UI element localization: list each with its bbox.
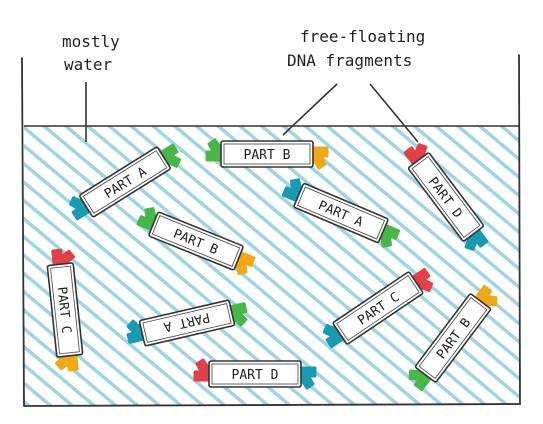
dna-fragment: PART A (126, 299, 248, 347)
fragment-inner-strand (151, 215, 241, 267)
water-label-line1: mostly (62, 32, 120, 51)
fragments-label-line2: DNA fragments (287, 51, 412, 70)
fragment-inner-strand (418, 297, 488, 379)
fragment-body (332, 271, 424, 345)
fragment-inner-strand (411, 156, 481, 238)
water-label-line2: water (64, 55, 113, 74)
fragment-inner-strand (296, 186, 386, 240)
fragment-inner-strand (50, 265, 80, 355)
container-outline (21, 54, 521, 407)
fragment-label: PART D (232, 368, 279, 383)
fragment-label: PART C (54, 286, 74, 334)
fragment-body (79, 146, 171, 218)
fragment-body (138, 299, 236, 347)
fragment-body (208, 360, 302, 388)
fragment-label: PART B (244, 148, 291, 163)
fragment-body (46, 262, 84, 358)
fragments-label-pointer-left (282, 83, 338, 136)
dna-fragment: PART C (46, 248, 84, 372)
dna-fragment: PART B (136, 207, 256, 275)
fragment-inner-strand (336, 275, 420, 341)
fragment-body (148, 211, 244, 271)
dna-fragment: PART A (69, 143, 181, 221)
dna-fragment: PART B (205, 138, 329, 170)
fragment-inner-strand (211, 363, 299, 385)
fragment-body (220, 140, 314, 168)
fragment-inner-strand (142, 303, 232, 343)
fragment-inner-strand (223, 143, 311, 165)
fragment-body (407, 152, 485, 242)
fragments-label-pointer-right (369, 83, 419, 143)
fragment-body (414, 293, 492, 383)
fragment-inner-strand (82, 150, 168, 214)
fragment-body (293, 182, 389, 244)
fragments-label-line1: free-floating (300, 27, 425, 46)
dna-fragment: PART D (193, 358, 317, 390)
